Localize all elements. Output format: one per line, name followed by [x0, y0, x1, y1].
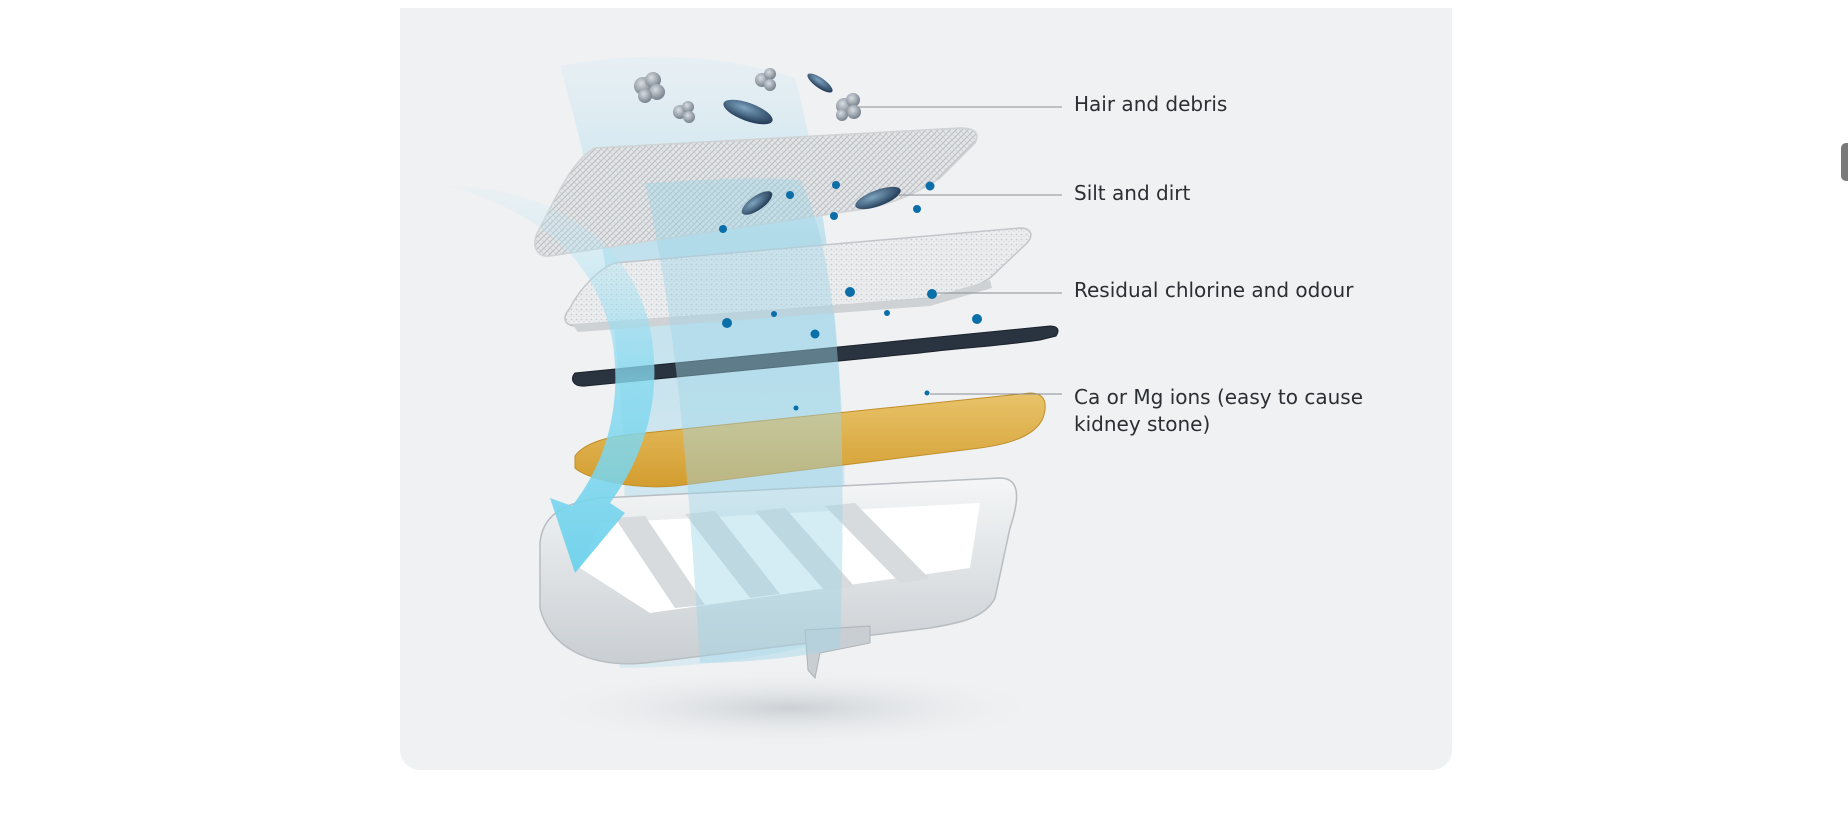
- label-residual-chlorine: Residual chlorine and odour: [1074, 278, 1354, 302]
- ground-shadow: [530, 668, 1050, 748]
- carbon-layer: [572, 325, 1059, 387]
- filter-layers-illustration: [450, 56, 1062, 748]
- scrollbar-thumb[interactable]: [1841, 143, 1848, 181]
- label-silt-and-dirt: Silt and dirt: [1074, 181, 1191, 205]
- silt-dirt-particles: [719, 181, 935, 233]
- leader-lines: [858, 106, 1062, 395]
- mesh-screen-layer: [534, 127, 978, 257]
- label-ions-line-1: Ca or Mg ions (easy to cause: [1074, 385, 1364, 409]
- label-ca-mg-ions: Ca or Mg ions (easy to cause kidney ston…: [1074, 384, 1363, 438]
- filter-tray: [539, 477, 1018, 680]
- label-ions-line-2: kidney stone): [1074, 412, 1211, 436]
- chlorine-particles: [722, 287, 982, 339]
- label-hair-and-debris: Hair and debris: [1074, 92, 1228, 116]
- flow-arrow-icon: [450, 186, 655, 573]
- ion-particles: [793, 390, 930, 411]
- water-flow-overlay: [645, 178, 843, 663]
- hair-debris-particles: [634, 68, 861, 125]
- filter-diagram-panel: Hair and debris Silt and dirt Residual c…: [400, 8, 1452, 770]
